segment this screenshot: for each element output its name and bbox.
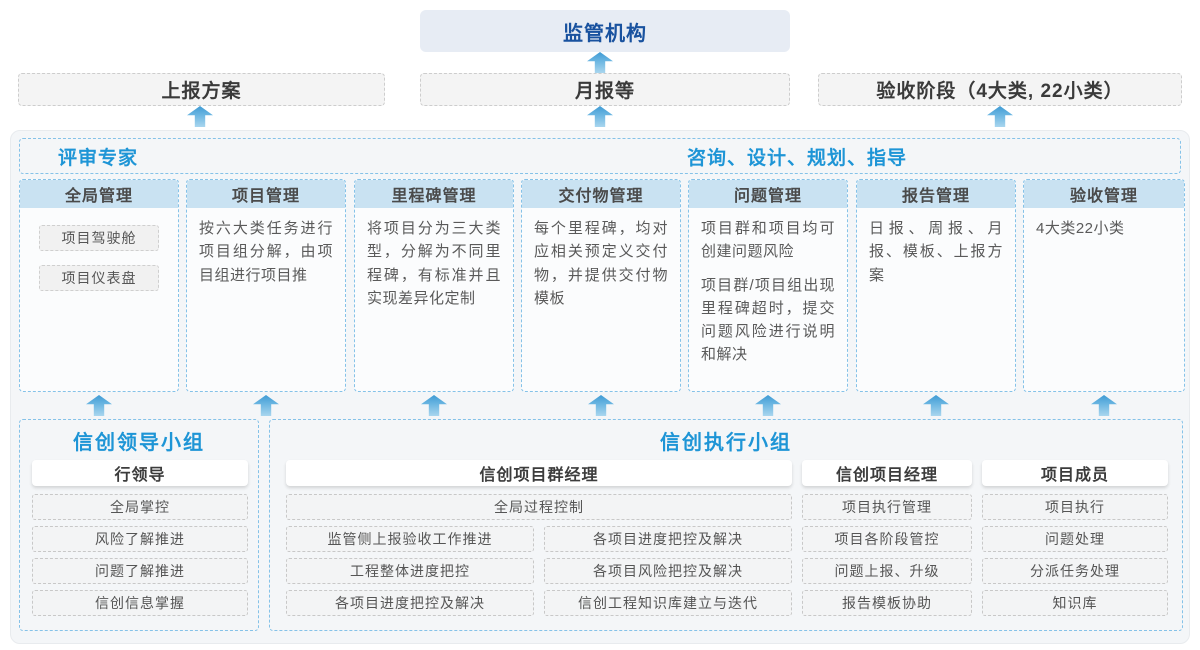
module-description: 按六大类任务进行项目组分解，由项目组进行项目推 bbox=[199, 220, 333, 284]
task-item: 问题了解推进 bbox=[32, 558, 248, 584]
module-title: 全局管理 bbox=[20, 180, 178, 208]
task-item: 信创工程知识库建立与迭代 bbox=[544, 590, 792, 616]
module-title: 项目管理 bbox=[187, 180, 345, 208]
task-item: 信创信息掌握 bbox=[32, 590, 248, 616]
exec-group-title: 信创执行小组 bbox=[660, 432, 792, 454]
output-label: 上报方案 bbox=[161, 81, 242, 102]
leader-group-title: 信创领导小组 bbox=[73, 432, 205, 454]
up-arrow-icon bbox=[587, 52, 613, 73]
task-item: 各项目进度把控及解决 bbox=[286, 590, 534, 616]
task-item: 全局掌控 bbox=[32, 494, 248, 520]
task-item: 各项目风险把控及解决 bbox=[544, 558, 792, 584]
role-pill-member: 项目成员 bbox=[982, 460, 1168, 486]
output-label: 月报等 bbox=[574, 81, 635, 102]
up-arrow-icon bbox=[587, 106, 613, 127]
up-arrow-icon bbox=[755, 395, 781, 416]
module-title: 验收管理 bbox=[1024, 180, 1184, 208]
task-item: 各项目进度把控及解决 bbox=[544, 526, 792, 552]
platform-container: 评审专家 咨询、设计、规划、指导 全局管理 项目驾驶舱 项目仪表盘 项目管理 按… bbox=[10, 130, 1190, 644]
up-arrow-icon bbox=[187, 106, 213, 127]
output-box-monthly-report: 月报等 bbox=[420, 73, 790, 106]
exec-group-box: 信创执行小组 信创项目群经理 全局过程控制 监管侧上报验收工作推进 工程整体进度… bbox=[269, 419, 1183, 631]
module-issue-management: 问题管理 项目群和项目均可创建问题风险 项目群/项目组出现里程碑超时，提交问题风… bbox=[688, 179, 848, 392]
module-milestone-management: 里程碑管理 将项目分为三大类型，分解为不同里程碑，有标准并且实现差异化定制 bbox=[354, 179, 514, 392]
output-box-acceptance-stage: 验收阶段（4大类, 22小类） bbox=[818, 73, 1182, 106]
task-item: 风险了解推进 bbox=[32, 526, 248, 552]
task-item: 全局过程控制 bbox=[286, 494, 792, 520]
module-title: 问题管理 bbox=[689, 180, 847, 208]
regulator-label: 监管机构 bbox=[563, 22, 647, 45]
task-item: 项目各阶段管控 bbox=[802, 526, 972, 552]
up-arrow-icon bbox=[421, 395, 447, 416]
task-item: 分派任务处理 bbox=[982, 558, 1168, 584]
task-item: 报告模板协助 bbox=[802, 590, 972, 616]
experts-strip: 评审专家 咨询、设计、规划、指导 bbox=[19, 138, 1181, 174]
experts-title: 评审专家 bbox=[58, 147, 139, 169]
module-project-management: 项目管理 按六大类任务进行项目组分解，由项目组进行项目推 bbox=[186, 179, 346, 392]
module-description: 将项目分为三大类型，分解为不同里程碑，有标准并且实现差异化定制 bbox=[367, 220, 501, 307]
up-arrow-icon bbox=[86, 395, 112, 416]
leader-group-box: 信创领导小组 行领导 全局掌控 风险了解推进 问题了解推进 信创信息掌握 bbox=[19, 419, 259, 631]
task-item: 知识库 bbox=[982, 590, 1168, 616]
task-item: 问题上报、升级 bbox=[802, 558, 972, 584]
task-item: 工程整体进度把控 bbox=[286, 558, 534, 584]
feature-pill: 项目驾驶舱 bbox=[39, 225, 159, 251]
module-description: 日报、周报、月报、模板、上报方案 bbox=[869, 220, 1003, 284]
module-title: 里程碑管理 bbox=[355, 180, 513, 208]
up-arrow-icon bbox=[987, 106, 1013, 127]
feature-pill: 项目仪表盘 bbox=[39, 265, 159, 291]
output-label: 验收阶段（4大类, 22小类） bbox=[876, 81, 1124, 102]
role-pill-bank-leader: 行领导 bbox=[32, 460, 248, 486]
module-global-management: 全局管理 项目驾驶舱 项目仪表盘 bbox=[19, 179, 179, 392]
task-item: 项目执行管理 bbox=[802, 494, 972, 520]
up-arrow-icon bbox=[923, 395, 949, 416]
up-arrow-icon bbox=[253, 395, 279, 416]
regulator-box: 监管机构 bbox=[420, 10, 790, 52]
consulting-title: 咨询、设计、规划、指导 bbox=[687, 147, 908, 169]
task-item: 项目执行 bbox=[982, 494, 1168, 520]
module-description: 项目群/项目组出现里程碑超时，提交问题风险进行说明和解决 bbox=[701, 276, 835, 364]
module-title: 报告管理 bbox=[857, 180, 1015, 208]
module-acceptance-management: 验收管理 4大类22小类 bbox=[1023, 179, 1185, 392]
module-title: 交付物管理 bbox=[522, 180, 680, 208]
module-description: 4大类22小类 bbox=[1036, 220, 1125, 237]
task-item: 监管侧上报验收工作推进 bbox=[286, 526, 534, 552]
up-arrow-icon bbox=[1091, 395, 1117, 416]
module-description: 项目群和项目均可创建问题风险 bbox=[701, 220, 835, 261]
output-box-report-plan: 上报方案 bbox=[18, 73, 385, 106]
module-deliverable-management: 交付物管理 每个里程碑，均对应相关预定义交付物，并提供交付物模板 bbox=[521, 179, 681, 392]
role-pill-program-manager: 信创项目群经理 bbox=[286, 460, 792, 486]
role-pill-project-manager: 信创项目经理 bbox=[802, 460, 972, 486]
module-report-management: 报告管理 日报、周报、月报、模板、上报方案 bbox=[856, 179, 1016, 392]
task-item: 问题处理 bbox=[982, 526, 1168, 552]
up-arrow-icon bbox=[588, 395, 614, 416]
module-description: 每个里程碑，均对应相关预定义交付物，并提供交付物模板 bbox=[534, 220, 668, 307]
